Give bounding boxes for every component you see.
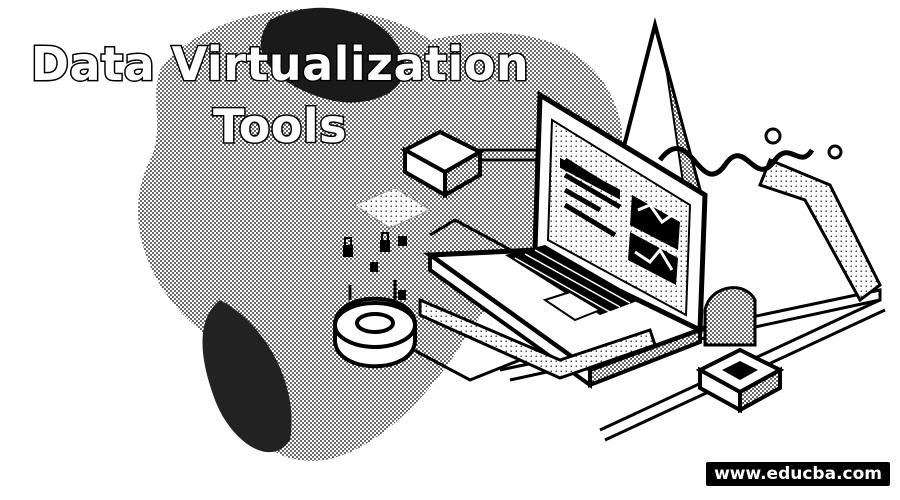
site-url-label: www.educba.com — [706, 462, 890, 486]
background-blob-lower — [202, 300, 292, 453]
database-disk-icon — [333, 280, 417, 369]
dotted-panel — [353, 187, 432, 229]
wave-graph-icon — [658, 146, 815, 177]
node-dot — [764, 127, 782, 145]
banner-title-line-1: Data Virtualization — [29, 37, 530, 92]
laptop-icon — [418, 90, 708, 389]
ramp-shape — [758, 158, 882, 303]
server-block-icon — [695, 286, 785, 414]
padlock-icon — [343, 232, 407, 300]
node-dot — [827, 144, 843, 160]
server-block-icon — [400, 129, 485, 199]
banner-title-line-2: Tools — [211, 99, 348, 154]
background-blob-dark — [260, 7, 405, 103]
